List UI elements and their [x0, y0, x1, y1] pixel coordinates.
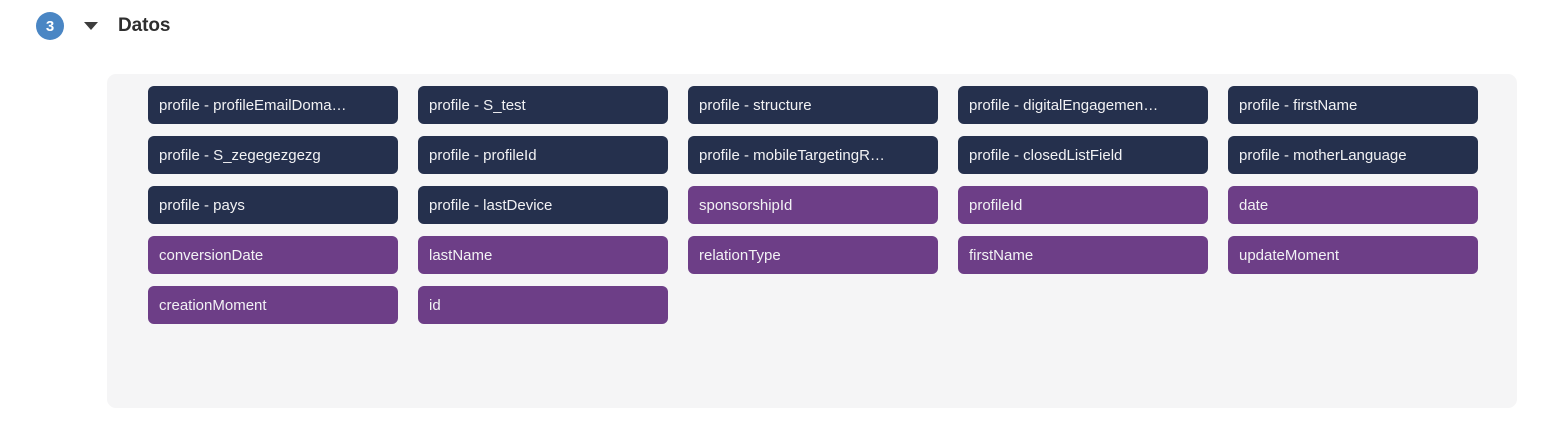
- field-tag[interactable]: profile - structure: [688, 86, 938, 124]
- field-tag-label: profile - mobileTargetingR…: [699, 147, 885, 163]
- section-title: Datos: [118, 15, 171, 36]
- field-tag-label: profile - profileEmailDoma…: [159, 97, 347, 113]
- field-tag-label: profile - S_test: [429, 97, 526, 113]
- field-tag-label: id: [429, 297, 441, 313]
- field-tag-grid: profile - profileEmailDoma… profile - S_z…: [148, 74, 1517, 324]
- field-tag-label: date: [1239, 197, 1269, 213]
- field-tag-label: profile - motherLanguage: [1239, 147, 1407, 163]
- field-tag[interactable]: firstName: [958, 236, 1208, 274]
- field-tag-label: profile - S_zegegezgezg: [159, 147, 321, 163]
- field-tag[interactable]: profile - profileId: [418, 136, 668, 174]
- field-tag-label: profileId: [969, 197, 1023, 213]
- field-tag[interactable]: lastName: [418, 236, 668, 274]
- field-tag-label: profile - lastDevice: [429, 197, 553, 213]
- field-tag[interactable]: profile - S_zegegezgezg: [148, 136, 398, 174]
- field-tag-column: profile - digitalEngagemen… profile - clo…: [958, 74, 1208, 324]
- field-tag[interactable]: profile - closedListField: [958, 136, 1208, 174]
- field-tag[interactable]: sponsorshipId: [688, 186, 938, 224]
- field-tag[interactable]: profile - profileEmailDoma…: [148, 86, 398, 124]
- field-tag[interactable]: id: [418, 286, 668, 324]
- field-tag[interactable]: relationType: [688, 236, 938, 274]
- field-tag-label: relationType: [699, 247, 781, 263]
- collapse-section-toggle[interactable]: [78, 13, 104, 39]
- field-tag[interactable]: profile - pays: [148, 186, 398, 224]
- field-tag-panel: profile - profileEmailDoma… profile - S_z…: [107, 74, 1517, 408]
- field-tag[interactable]: profile - lastDevice: [418, 186, 668, 224]
- field-tag-label: profile - profileId: [429, 147, 537, 163]
- field-tag-label: profile - digitalEngagemen…: [969, 97, 1159, 113]
- field-tag[interactable]: conversionDate: [148, 236, 398, 274]
- field-tag[interactable]: profile - motherLanguage: [1228, 136, 1478, 174]
- field-tag-column: profile - structure profile - mobileTarge…: [688, 74, 938, 324]
- field-tag-label: profile - firstName: [1239, 97, 1358, 113]
- field-tag[interactable]: profile - mobileTargetingR…: [688, 136, 938, 174]
- field-tag-label: sponsorshipId: [699, 197, 793, 213]
- field-tag-label: conversionDate: [159, 247, 264, 263]
- field-tag[interactable]: creationMoment: [148, 286, 398, 324]
- field-tag-label: profile - closedListField: [969, 147, 1123, 163]
- field-tag-label: profile - structure: [699, 97, 812, 113]
- field-tag[interactable]: date: [1228, 186, 1478, 224]
- field-tag[interactable]: profile - S_test: [418, 86, 668, 124]
- field-tag[interactable]: profileId: [958, 186, 1208, 224]
- section-header: 3 Datos: [0, 0, 170, 52]
- field-tag-label: updateMoment: [1239, 247, 1340, 263]
- field-tag[interactable]: profile - firstName: [1228, 86, 1478, 124]
- field-tag-column: profile - firstName profile - motherLangu…: [1228, 74, 1478, 324]
- field-tag[interactable]: updateMoment: [1228, 236, 1478, 274]
- field-tag-label: creationMoment: [159, 297, 267, 313]
- field-tag-label: profile - pays: [159, 197, 245, 213]
- field-tag-label: firstName: [969, 247, 1034, 263]
- field-tag-column: profile - profileEmailDoma… profile - S_z…: [148, 74, 398, 324]
- chevron-down-icon: [84, 22, 98, 30]
- field-tag-scroll-area[interactable]: profile - profileEmailDoma… profile - S_z…: [148, 74, 1517, 408]
- field-tag[interactable]: profile - digitalEngagemen…: [958, 86, 1208, 124]
- field-tag-label: lastName: [429, 247, 493, 263]
- step-number-badge: 3: [36, 12, 64, 40]
